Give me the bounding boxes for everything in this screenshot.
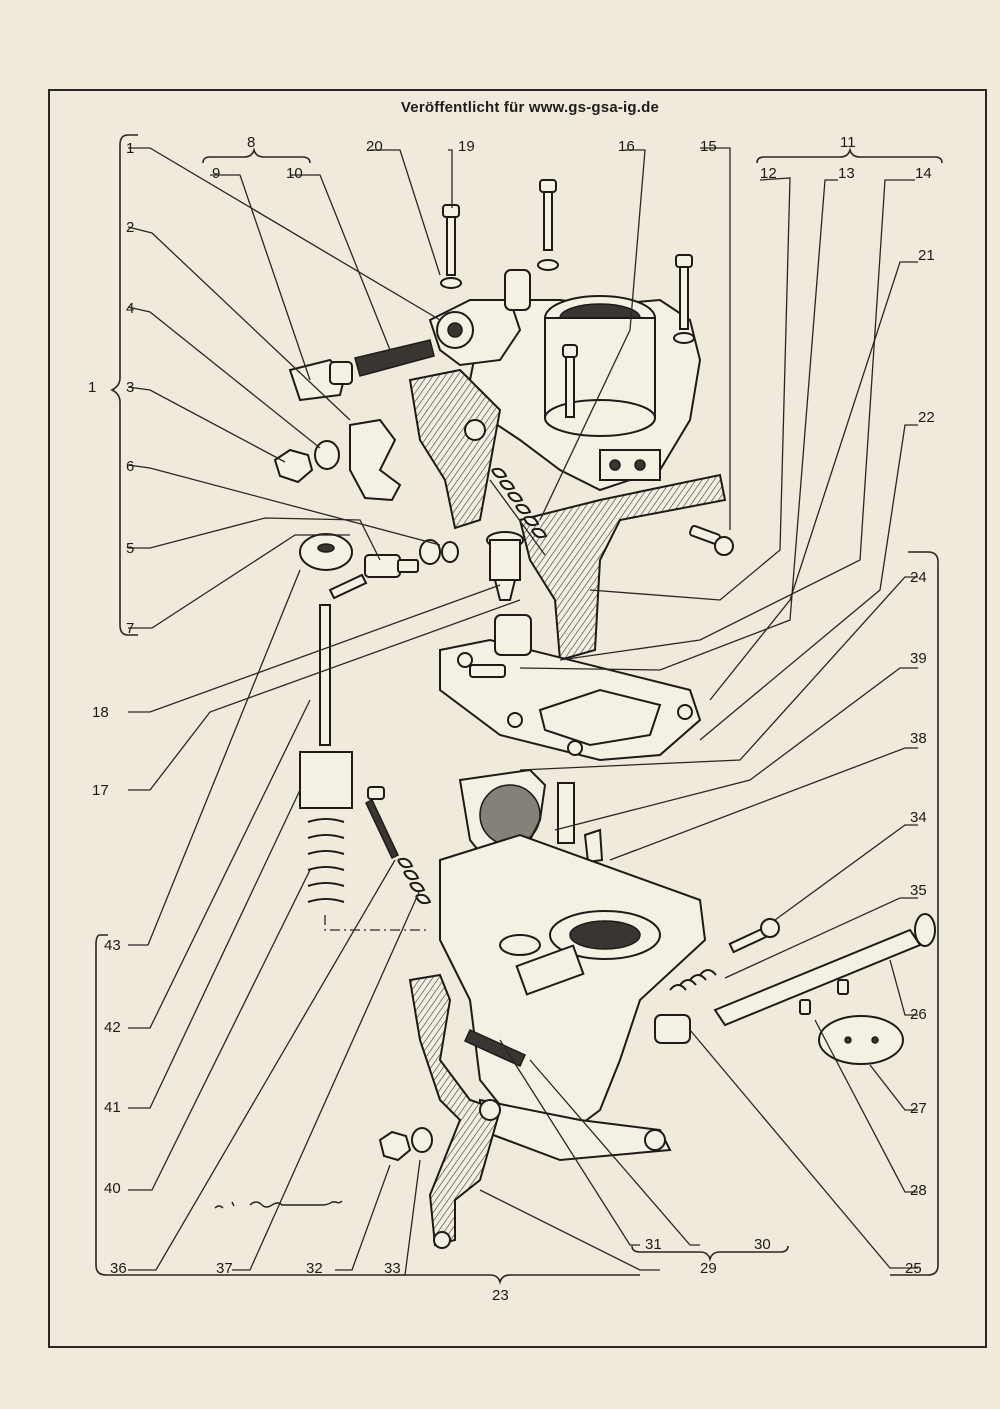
label-4: 4 — [126, 300, 134, 317]
part-number-labels: 1 1 2 4 3 6 5 7 8 9 10 20 19 16 15 11 12… — [88, 134, 935, 1304]
throttle-shaft-26 — [713, 913, 936, 1065]
throttle-lever-29 — [408, 973, 502, 1249]
label-16: 16 — [618, 138, 635, 155]
throttle-bracket-arm — [518, 473, 727, 662]
label-31: 31 — [645, 1236, 662, 1253]
label-36: 36 — [110, 1260, 127, 1277]
leader-lines — [127, 147, 918, 1276]
label-39: 39 — [910, 650, 927, 667]
needle-valve-18 — [486, 531, 524, 601]
label-17: 17 — [92, 782, 109, 799]
label-37: 37 — [216, 1260, 233, 1277]
label-27: 27 — [910, 1100, 927, 1117]
label-6: 6 — [126, 458, 134, 475]
label-23: 23 — [492, 1287, 509, 1304]
page-frame — [48, 89, 987, 1348]
group-braces — [95, 134, 943, 1285]
label-42: 42 — [104, 1019, 121, 1036]
label-38: 38 — [910, 730, 927, 747]
choke-lever-plate — [408, 368, 502, 530]
label-3: 3 — [126, 379, 134, 396]
label-33: 33 — [384, 1260, 401, 1277]
label-32: 32 — [306, 1260, 323, 1277]
label-8: 8 — [247, 134, 255, 151]
label-14: 14 — [915, 165, 932, 182]
label-9: 9 — [212, 165, 220, 182]
label-18: 18 — [92, 704, 109, 721]
label-19: 19 — [458, 138, 475, 155]
label-30: 30 — [754, 1236, 771, 1253]
artist-signature — [214, 1200, 343, 1209]
label-1-left: 1 — [88, 379, 96, 396]
label-28: 28 — [910, 1182, 927, 1199]
label-11: 11 — [840, 134, 856, 151]
label-43: 43 — [104, 937, 121, 954]
label-26: 26 — [910, 1006, 927, 1023]
label-12: 12 — [760, 165, 777, 182]
spring-16 — [489, 467, 548, 556]
label-35: 35 — [910, 882, 927, 899]
label-29: 29 — [700, 1260, 717, 1277]
label-34: 34 — [910, 809, 927, 826]
label-40: 40 — [104, 1180, 121, 1197]
label-21: 21 — [918, 247, 935, 264]
label-22: 22 — [918, 409, 935, 426]
label-13: 13 — [838, 165, 855, 182]
choke-plate-12 — [469, 614, 532, 678]
lower-springs-and-screws — [365, 786, 780, 1162]
label-10: 10 — [286, 165, 303, 182]
label-2: 2 — [126, 219, 134, 236]
upper-screws — [440, 179, 734, 556]
label-25: 25 — [905, 1260, 922, 1277]
accelerator-pump-41 — [299, 604, 430, 931]
label-15: 15 — [700, 138, 717, 155]
label-7: 7 — [126, 620, 134, 637]
label-20: 20 — [366, 138, 383, 155]
publisher-note: Veröffentlicht für www.gs-gsa-ig.de — [400, 99, 660, 116]
label-1-top: 1 — [126, 140, 134, 157]
label-41: 41 — [104, 1099, 121, 1116]
lower-carburetor-body — [439, 833, 707, 1162]
left-fittings — [273, 339, 459, 600]
label-5: 5 — [126, 540, 134, 557]
label-24: 24 — [910, 569, 927, 586]
